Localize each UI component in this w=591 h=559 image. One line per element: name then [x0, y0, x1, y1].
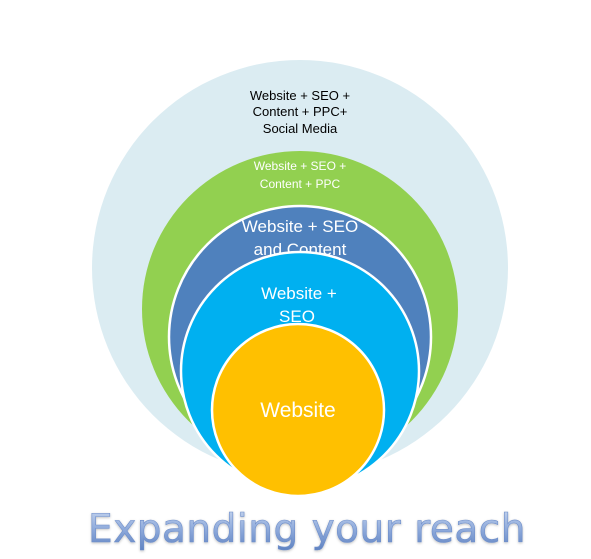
circle-website — [210, 322, 386, 498]
ring1-label-line2: Content + PPC+ — [253, 104, 348, 119]
ring1-label-line3: Social Media — [263, 121, 338, 136]
ring2-label-line2: Content + PPC — [260, 177, 341, 191]
circle-website-label: Website — [260, 399, 335, 422]
ring4-label-line1: Website + — [261, 284, 337, 303]
caption-expanding-your-reach: Expanding your reach — [88, 507, 526, 552]
ring4-label-line2: SEO — [279, 307, 315, 326]
ring1-label-line1: Website + SEO + — [250, 88, 350, 103]
ring2-label-line1: Website + SEO + — [254, 159, 347, 173]
ring-website-seo-label: Website + SEO — [261, 284, 337, 326]
ring3-label-line1: Website + SEO — [242, 217, 358, 236]
ring-website-seo-content-ppc-label: Website + SEO + Content + PPC — [254, 159, 347, 191]
ring-website-seo-content-ppc-social-label: Website + SEO + Content + PPC+ Social Me… — [250, 88, 350, 136]
